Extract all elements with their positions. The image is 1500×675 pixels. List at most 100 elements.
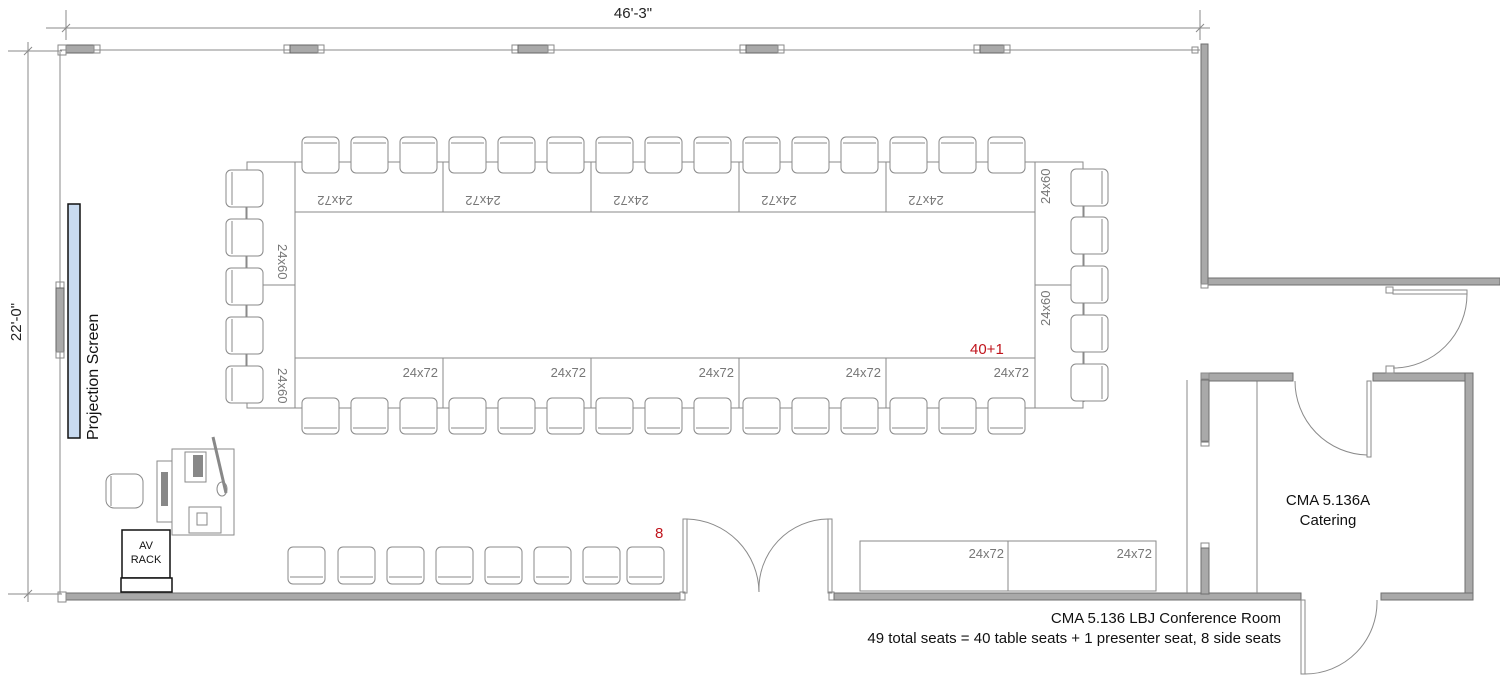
width-dimension-label: 46'-3" bbox=[614, 5, 652, 22]
window bbox=[973, 44, 1011, 54]
catering-door-upper[interactable] bbox=[1385, 286, 1468, 374]
width-dimension: 46'-3" bbox=[46, 5, 1210, 40]
microphone-icon bbox=[216, 481, 228, 497]
chair bbox=[742, 136, 781, 174]
chair bbox=[497, 397, 536, 435]
av-rack-label-line2: RACK bbox=[131, 554, 162, 566]
catering-room-name: Catering bbox=[1300, 512, 1357, 529]
table-label: 24x60 bbox=[1038, 291, 1053, 326]
right-end-chairs bbox=[1070, 168, 1109, 402]
catering-door-inner[interactable] bbox=[1294, 380, 1372, 458]
chair bbox=[791, 397, 830, 435]
left-end-chairs bbox=[225, 169, 264, 404]
presenter-chair bbox=[105, 473, 144, 509]
chair bbox=[287, 546, 326, 585]
chair bbox=[350, 136, 389, 174]
side-seat-count: 8 bbox=[655, 525, 663, 542]
double-door[interactable] bbox=[682, 518, 833, 594]
chair bbox=[1070, 168, 1109, 207]
chair bbox=[693, 397, 732, 435]
window bbox=[283, 44, 325, 54]
window bbox=[739, 44, 785, 54]
window bbox=[65, 44, 95, 54]
chair bbox=[225, 316, 264, 355]
chair bbox=[399, 397, 438, 435]
table-label: 24x60 bbox=[275, 368, 290, 403]
chair bbox=[546, 397, 585, 435]
chair bbox=[626, 546, 665, 585]
chair bbox=[644, 397, 683, 435]
room-caption: CMA 5.136 LBJ Conference Room 49 total s… bbox=[867, 610, 1281, 647]
projection-screen-label: Projection Screen bbox=[85, 314, 102, 440]
keyboard-icon bbox=[161, 472, 168, 506]
projection-screen: Projection Screen bbox=[67, 203, 102, 440]
chair bbox=[1070, 314, 1109, 353]
chair bbox=[938, 136, 977, 174]
chair bbox=[889, 397, 928, 435]
chair bbox=[386, 546, 425, 585]
chair bbox=[742, 397, 781, 435]
chair bbox=[889, 136, 928, 174]
chair bbox=[693, 136, 732, 174]
side-chairs: 8 bbox=[287, 525, 665, 585]
chair bbox=[1070, 363, 1109, 402]
chair bbox=[448, 136, 487, 174]
table-label: 24x72 bbox=[908, 193, 943, 208]
chair bbox=[582, 546, 621, 585]
table-seat-count: 40+1 bbox=[970, 341, 1004, 358]
chair bbox=[840, 397, 879, 435]
table-label: 24x72 bbox=[994, 365, 1029, 380]
chair bbox=[399, 136, 438, 174]
chair bbox=[484, 546, 523, 585]
seat-summary: 49 total seats = 40 table seats + 1 pres… bbox=[867, 630, 1281, 647]
chair bbox=[595, 397, 634, 435]
chair bbox=[435, 546, 474, 585]
monitor-icon bbox=[184, 451, 207, 483]
chair bbox=[350, 397, 389, 435]
chair bbox=[1070, 216, 1109, 255]
catering-room: CMA 5.136A Catering bbox=[1186, 372, 1474, 601]
catering-room-number: CMA 5.136A bbox=[1286, 492, 1370, 509]
chair bbox=[225, 267, 264, 306]
chair bbox=[546, 136, 585, 174]
chair bbox=[448, 397, 487, 435]
south-wall bbox=[57, 591, 1302, 603]
table-label: 24x72 bbox=[613, 193, 648, 208]
chair bbox=[225, 218, 264, 257]
chair bbox=[337, 546, 376, 585]
av-rack-label-line1: AV bbox=[139, 540, 154, 552]
catering-door-south[interactable] bbox=[1300, 599, 1378, 675]
table-label: 24x72 bbox=[317, 193, 352, 208]
chair bbox=[644, 136, 683, 174]
window bbox=[511, 44, 555, 54]
presenter-station bbox=[105, 436, 235, 536]
north-wall bbox=[57, 44, 1200, 56]
chair bbox=[840, 136, 879, 174]
table-label: 24x72 bbox=[699, 365, 734, 380]
av-rack: AV RACK bbox=[120, 529, 173, 593]
east-wall-upper bbox=[1200, 43, 1500, 289]
chair bbox=[225, 365, 264, 404]
chair bbox=[533, 546, 572, 585]
table-label: 24x60 bbox=[275, 244, 290, 279]
table-label: 24x72 bbox=[1117, 546, 1152, 561]
chair bbox=[938, 397, 977, 435]
chair bbox=[301, 397, 340, 435]
table-label: 24x60 bbox=[1038, 169, 1053, 204]
chair bbox=[1070, 265, 1109, 304]
table-label: 24x72 bbox=[551, 365, 586, 380]
bottom-row-chairs bbox=[301, 397, 1026, 435]
document-camera-icon bbox=[188, 506, 222, 534]
table-label: 24x72 bbox=[761, 193, 796, 208]
west-wall bbox=[55, 52, 65, 594]
chair bbox=[225, 169, 264, 208]
chair bbox=[595, 136, 634, 174]
chair bbox=[987, 397, 1026, 435]
chair bbox=[987, 136, 1026, 174]
conference-table: 24x72 24x72 24x72 24x72 24x72 24x72 24x7… bbox=[246, 161, 1084, 409]
height-dimension-label: 22'-0" bbox=[8, 303, 25, 341]
top-row-chairs bbox=[301, 136, 1026, 174]
side-tables: 24x72 24x72 bbox=[859, 540, 1157, 592]
room-title: CMA 5.136 LBJ Conference Room bbox=[1051, 610, 1281, 627]
